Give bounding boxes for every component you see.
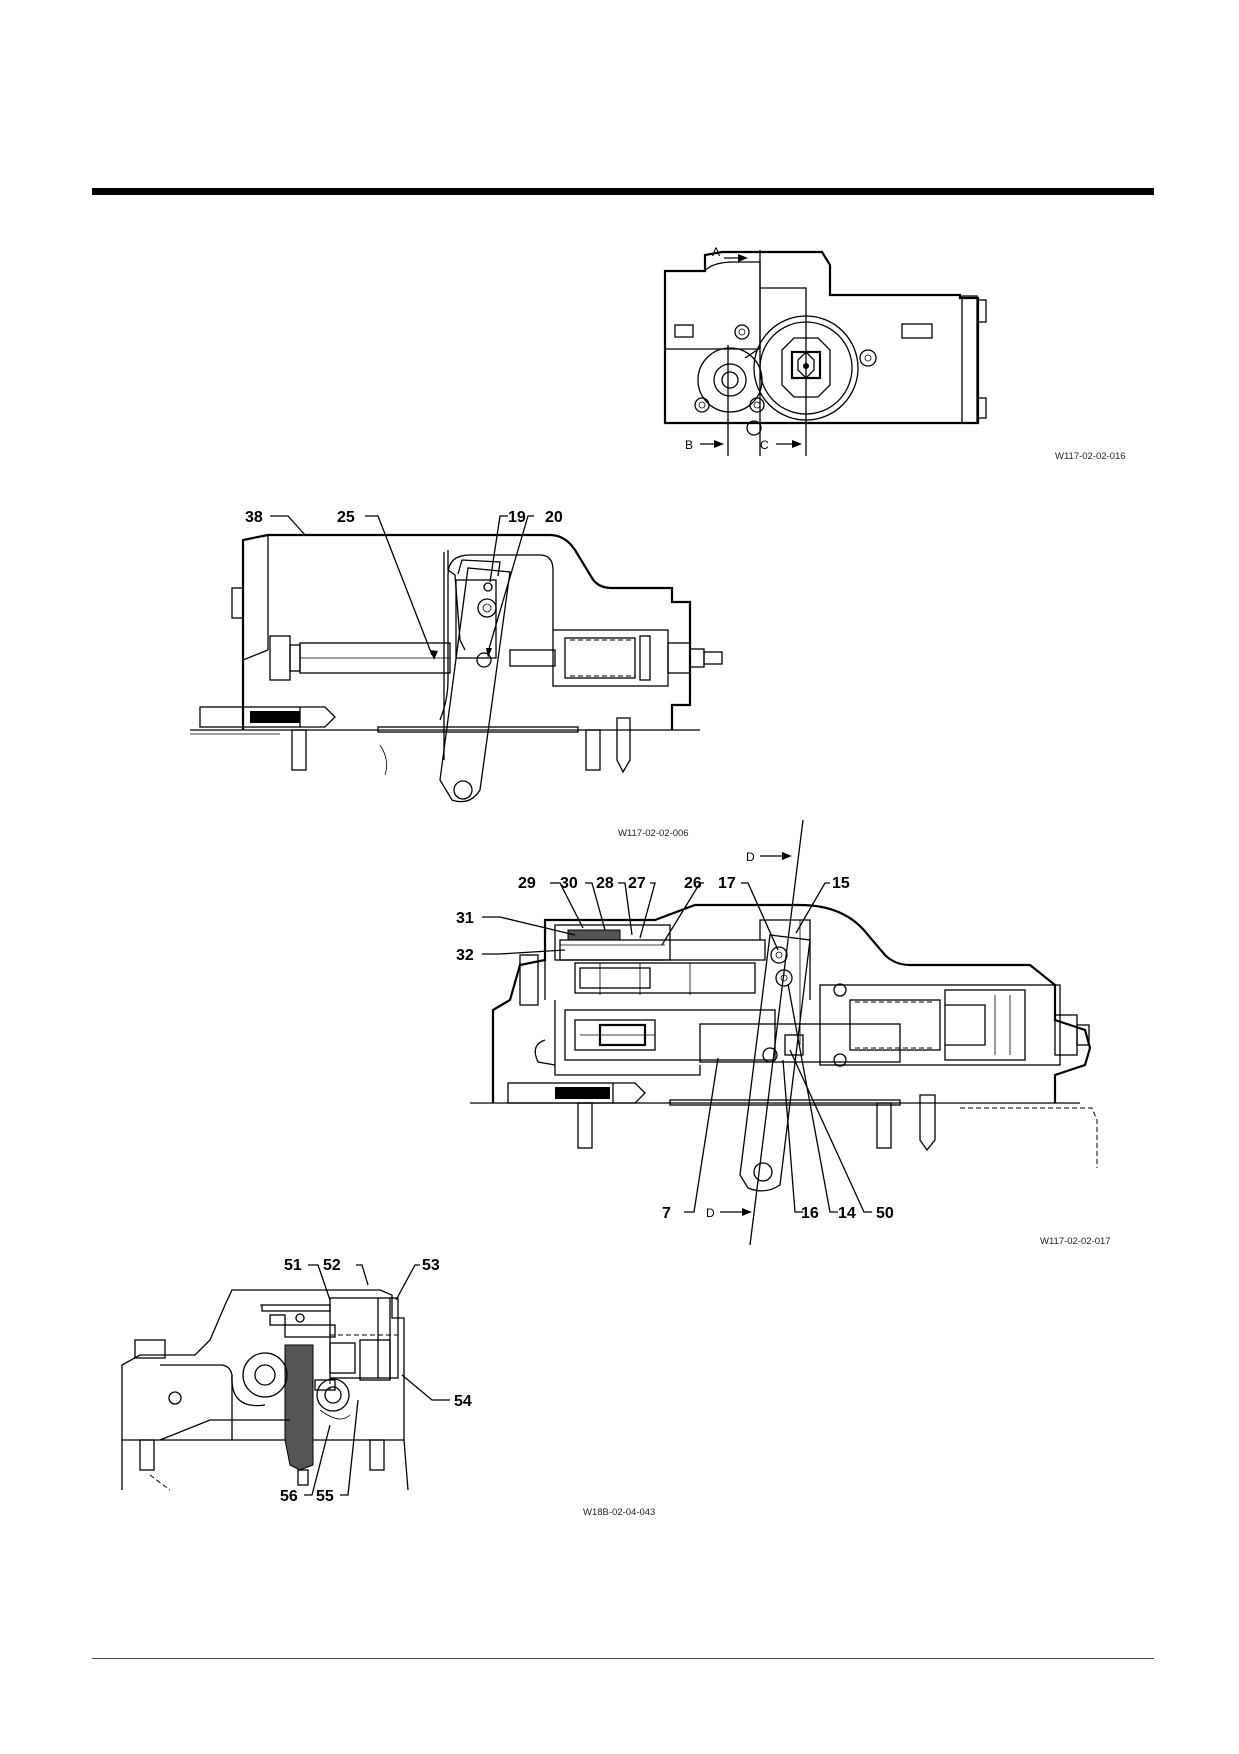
section-mark-d-bottom: D	[706, 1206, 715, 1220]
figure-code: W117-02-02-006	[618, 828, 689, 839]
callout-54: 54	[454, 1393, 472, 1410]
callout-51: 51	[284, 1257, 302, 1274]
callout-19: 19	[508, 509, 526, 526]
callout-20: 20	[545, 509, 563, 526]
callout-55: 55	[316, 1488, 334, 1505]
callout-7: 7	[662, 1205, 671, 1222]
figure-code: W18B-02-04-043	[583, 1507, 655, 1518]
figure-code: W117-02-02-016	[1055, 451, 1126, 462]
callout-38: 38	[245, 509, 263, 526]
callout-52: 52	[323, 1257, 341, 1274]
header-rule	[92, 188, 1154, 195]
callout-30: 30	[560, 875, 578, 892]
callout-25: 25	[337, 509, 355, 526]
section-mark-b: B	[685, 438, 693, 452]
callout-32: 32	[456, 947, 474, 964]
figure-code: W117-02-02-017	[1040, 1236, 1111, 1247]
section-mark-c: C	[760, 438, 769, 452]
callout-29: 29	[518, 875, 536, 892]
callout-28: 28	[596, 875, 614, 892]
callout-15: 15	[832, 875, 850, 892]
section-mark-a: A	[712, 245, 720, 259]
callout-27: 27	[628, 875, 646, 892]
callout-14: 14	[838, 1205, 856, 1222]
footer-rule	[92, 1658, 1154, 1659]
callout-56: 56	[280, 1488, 298, 1505]
callout-50: 50	[876, 1205, 894, 1222]
callout-26: 26	[684, 875, 702, 892]
callout-53: 53	[422, 1257, 440, 1274]
callout-17: 17	[718, 875, 736, 892]
callout-16: 16	[801, 1205, 819, 1222]
callout-31: 31	[456, 910, 474, 927]
section-mark-d-top: D	[746, 850, 755, 864]
